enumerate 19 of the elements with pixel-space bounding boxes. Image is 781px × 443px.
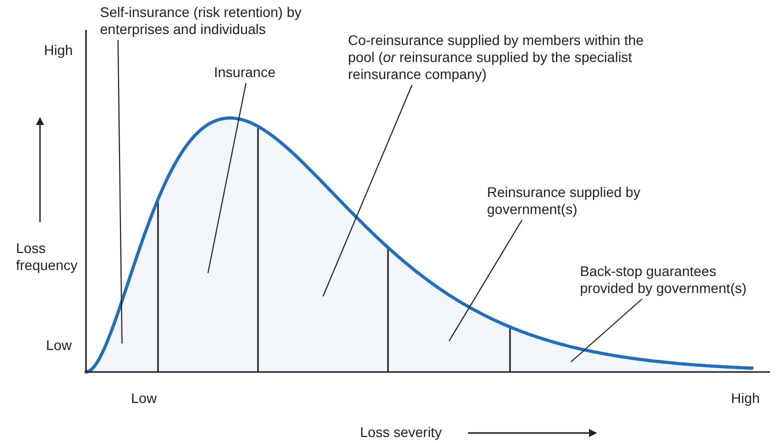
axis-label: High — [44, 42, 73, 59]
callout-text: Insurance — [214, 64, 276, 81]
curve-region — [158, 118, 258, 372]
axis-label: Low — [131, 390, 157, 407]
axis-title: Loss frequency — [16, 240, 78, 274]
axis-label: High — [731, 390, 760, 407]
curve-region — [258, 126, 388, 372]
leader-line — [322, 84, 412, 297]
leader-line — [448, 220, 522, 342]
leader-line — [207, 82, 247, 274]
curve-region — [510, 326, 752, 372]
callout-text: Self-insurance (risk retention) by enterprises and individuals — [100, 4, 340, 38]
leader-line — [117, 40, 123, 344]
leader-line — [570, 298, 642, 362]
axis-label: Low — [46, 337, 72, 354]
callout-text: Co-reinsurance supplied by members within the pool (or reinsurance supplied by the specialist reinsurance company) — [348, 32, 648, 83]
callout-text: Reinsurance supplied by government(s) — [487, 184, 667, 218]
callout-text: Back-stop guarantees provided by government(s) — [580, 263, 765, 297]
axis-title: Loss severity — [360, 424, 442, 441]
